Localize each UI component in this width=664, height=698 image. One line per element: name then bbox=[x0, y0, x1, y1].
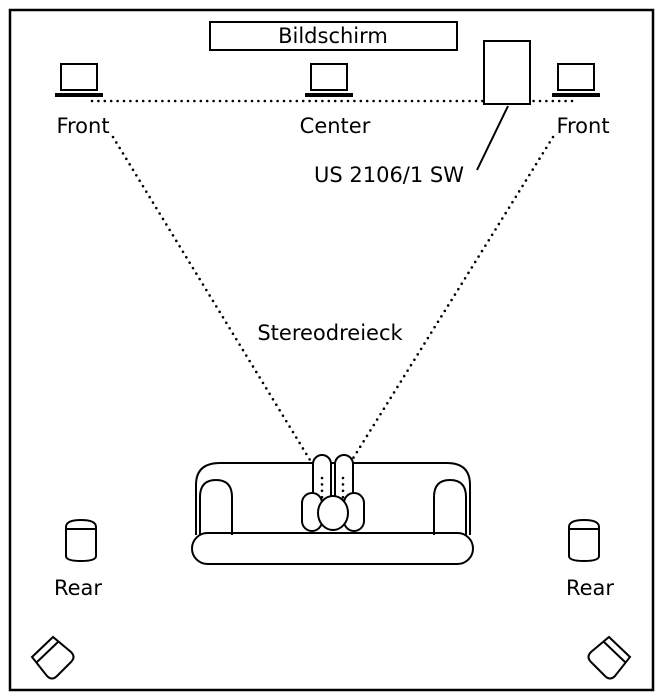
corner-left-speaker bbox=[30, 635, 75, 680]
rear-right-label: Rear bbox=[566, 576, 614, 600]
center-speaker-base bbox=[305, 93, 353, 97]
triangle-left-edge bbox=[111, 135, 312, 462]
subwoofer-body bbox=[483, 40, 531, 105]
center-label: Center bbox=[300, 114, 371, 138]
speaker-connections bbox=[90, 99, 580, 502]
listener bbox=[301, 454, 365, 532]
center-speaker-body bbox=[310, 63, 348, 91]
front-right-label: Front bbox=[556, 114, 609, 138]
corner-left-speaker-body bbox=[30, 635, 75, 680]
screen: Bildschirm bbox=[209, 21, 458, 51]
rear-right-speaker-body bbox=[568, 518, 600, 563]
corner-right-speaker-face bbox=[603, 641, 626, 663]
stereo-triangle-label: Stereodreieck bbox=[257, 321, 403, 345]
center-speaker bbox=[305, 63, 353, 97]
room-wall bbox=[8, 8, 655, 692]
corner-right-speaker bbox=[587, 635, 632, 680]
subwoofer bbox=[476, 40, 531, 171]
sofa-backrest bbox=[195, 462, 471, 535]
front-left-speaker-body bbox=[60, 63, 98, 91]
subwoofer-label: US 2106/1 SW bbox=[314, 163, 464, 187]
sofa-seat-front bbox=[191, 532, 474, 565]
rear-left-speaker bbox=[65, 518, 97, 563]
sofa-left-armrest bbox=[199, 478, 233, 535]
front-left-speaker bbox=[55, 63, 103, 97]
listener-head bbox=[317, 495, 349, 531]
rear-left-label: Rear bbox=[54, 576, 102, 600]
subwoofer-pointer bbox=[476, 105, 509, 171]
triangle-right-edge bbox=[350, 135, 555, 462]
rear-right-speaker bbox=[568, 518, 600, 563]
front-left-speaker-base bbox=[55, 93, 103, 97]
corner-right-speaker-body bbox=[587, 635, 632, 680]
front-right-speaker-body bbox=[557, 63, 595, 91]
screen-box bbox=[209, 21, 458, 51]
sofa bbox=[191, 462, 474, 565]
corner-left-speaker-face bbox=[36, 641, 59, 663]
sofa-right-armrest bbox=[433, 478, 467, 535]
screen-label: Bildschirm bbox=[278, 24, 388, 48]
front-left-label: Front bbox=[56, 114, 109, 138]
front-right-speaker bbox=[552, 63, 600, 97]
front-right-speaker-base bbox=[552, 93, 600, 97]
rear-left-speaker-body bbox=[65, 518, 97, 563]
